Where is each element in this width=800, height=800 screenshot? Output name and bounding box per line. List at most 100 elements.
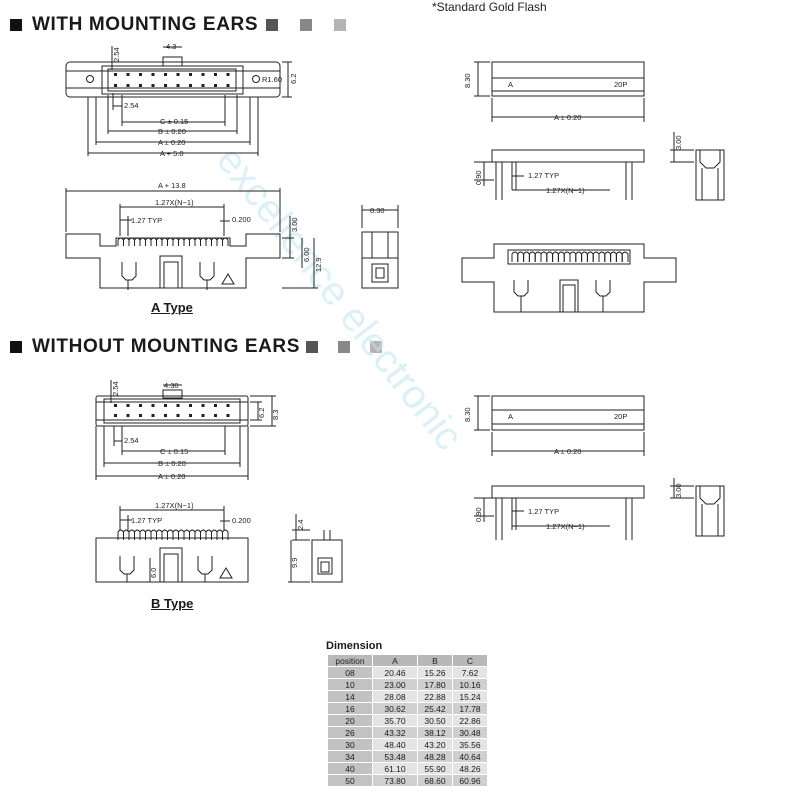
contact-row <box>117 529 229 540</box>
contact <box>598 251 606 262</box>
square-2-icon <box>338 341 351 353</box>
dim-text: 1.27X(N−1) <box>546 522 585 531</box>
b-type-top-view: 2.54 4.30 6.2 8.3 2.54 C ± 0.15 B ± 0.20… <box>95 380 280 481</box>
dim-text: 0.200 <box>232 215 251 224</box>
pin-dot <box>176 84 180 87</box>
dim-text: 1.27 TYP <box>528 171 559 180</box>
dim-text: 1.27 TYP <box>528 507 559 516</box>
watermark-text: excellence electronic <box>208 138 471 458</box>
dim-text: R1.60 <box>262 75 282 84</box>
table-cell: 48.26 <box>452 762 488 775</box>
a-front-body <box>65 233 281 289</box>
contact <box>222 529 229 540</box>
cable-connector-side-view-2: 0.90 1.27 TYP 1.27X(N−1) 3.00 <box>474 478 725 540</box>
pin-dot <box>226 84 230 87</box>
table-cell: 7.62 <box>452 666 488 679</box>
table-cell: 10.16 <box>452 678 488 691</box>
dim-text: 3.00 <box>674 135 683 150</box>
contact <box>517 251 525 262</box>
section-title-with-ears: WITH MOUNTING EARS <box>10 14 347 36</box>
pin-dot <box>126 84 130 87</box>
bullet-square-icon <box>10 341 22 353</box>
dim-text: 8.3 <box>271 410 280 420</box>
contact <box>145 237 152 246</box>
contact <box>592 251 600 262</box>
pin-dot <box>164 73 167 76</box>
contact <box>222 237 229 246</box>
table-cell: 20 <box>327 714 373 727</box>
dim-text: 12.9 <box>314 257 323 272</box>
contact <box>128 237 135 246</box>
cable-connector-top-view: A 20P 8.30 A ± 0.20 <box>463 61 645 122</box>
table-cell: 50 <box>327 774 373 787</box>
contact <box>134 237 141 246</box>
dim-text: 2.54 <box>111 381 120 396</box>
dim-text: 1.27X(N−1) <box>155 198 194 207</box>
dim-text: 8.30 <box>463 407 472 422</box>
dimension-table-title: Dimension <box>326 640 383 652</box>
contact <box>528 251 536 262</box>
pin-dot <box>226 414 230 417</box>
dim-text: A ± 0.20 <box>158 138 185 147</box>
contact <box>172 237 179 246</box>
table-cell: 30.48 <box>452 726 488 739</box>
pin-dot <box>139 73 142 76</box>
polarization-key <box>162 56 183 67</box>
section-title-without-ears: WITHOUT MOUNTING EARS <box>10 336 383 358</box>
pin-dot <box>201 73 205 76</box>
pin1-triangle-icon <box>221 273 235 285</box>
dim-text: A + 13.8 <box>158 181 186 190</box>
contact <box>205 237 212 246</box>
square-1-icon <box>266 19 279 31</box>
contact-row <box>511 251 629 262</box>
contact <box>167 237 174 246</box>
dim-text: C ± 0.15 <box>160 447 188 456</box>
contact <box>621 251 629 262</box>
column-header: A <box>372 654 418 667</box>
table-cell: 40 <box>327 762 373 775</box>
b-type-label: B Type <box>151 596 194 611</box>
table-cell: 15.24 <box>452 690 488 703</box>
table-header-row: position A B C <box>327 654 488 667</box>
pin-dot <box>176 73 180 76</box>
table-cell: 43.20 <box>417 738 453 751</box>
pin-grid <box>114 404 230 417</box>
square-3-icon <box>334 19 347 31</box>
table-cell: 38.12 <box>417 726 453 739</box>
table-cell: 35.70 <box>372 714 418 727</box>
dim-text: 1.27 TYP <box>131 216 162 225</box>
contact <box>615 251 623 262</box>
dim-text: 4.3 <box>166 42 176 51</box>
contact <box>610 251 617 262</box>
dim-text: 2.54 <box>124 436 139 445</box>
table-cell: 20.46 <box>372 666 418 679</box>
ear-body-outline <box>65 61 281 98</box>
table-cell: 68.60 <box>417 774 453 787</box>
table-cell: 73.80 <box>372 774 418 787</box>
cable-connector-side-view: 0.90 1.27 TYP 1.27X(N−1) 3.00 <box>474 132 725 201</box>
table-cell: 43.32 <box>372 726 418 739</box>
pin-dot <box>114 414 117 417</box>
pin-dot <box>114 404 117 407</box>
contact <box>150 237 157 246</box>
polarization-key <box>162 389 183 399</box>
dim-text: A <box>508 412 513 421</box>
table-cell: 10 <box>327 678 373 691</box>
table-cell: 30.62 <box>372 702 418 715</box>
pin-dot <box>126 414 130 417</box>
dim-text: B ± 0.20 <box>158 127 186 136</box>
dim-text: 2.4 <box>296 520 305 530</box>
pin-dot <box>139 404 142 407</box>
pin-dot <box>139 84 142 87</box>
cable-connector-front-view <box>461 243 677 313</box>
cable-connector-top-view-2: A 20P 8.30 A ± 0.20 <box>463 395 645 456</box>
table-cell: 17.80 <box>417 678 453 691</box>
dim-text: 8.30 <box>370 206 385 215</box>
dim-text: 1.27X(N−1) <box>155 501 194 510</box>
